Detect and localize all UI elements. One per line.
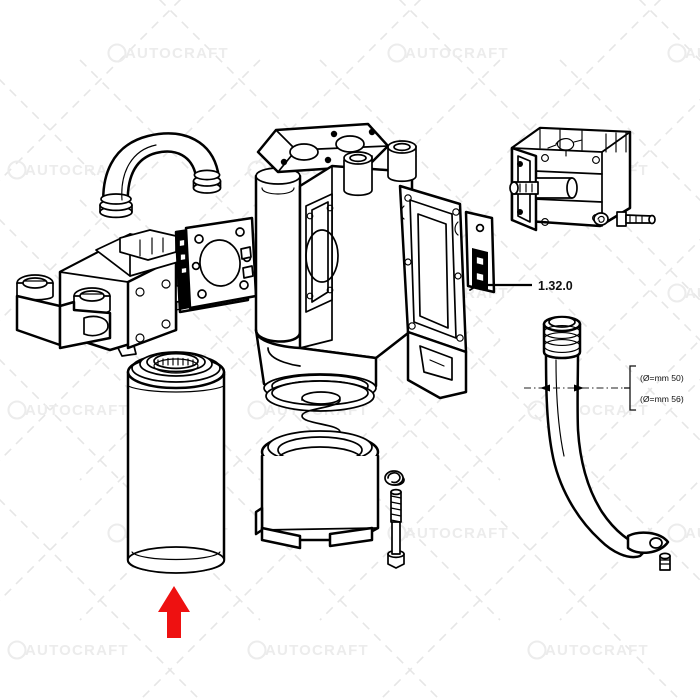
watermark-logo-icon [247,640,267,660]
watermark: AUTOCRAFT [387,523,509,543]
watermark-logo-icon [527,400,547,420]
hydraulic-pump-left [15,229,193,357]
red-up-arrow-icon [158,586,190,638]
watermark-logo-icon [7,640,27,660]
diameter-dimension-callout: (Ø=mm 50) (Ø=mm 56) [524,365,684,411]
watermark-logo-icon [7,400,27,420]
curved-hose-top-left [99,132,222,219]
watermark: AUTOCRAFT [247,640,369,660]
watermark-label: AUTOCRAFT [25,642,129,659]
watermark-label: AUTOCRAFT [25,162,129,179]
watermark-logo-icon [667,523,687,543]
long-bolt [387,488,405,569]
suction-pipe-right [542,315,671,571]
watermark-label: AUTOCRAFT [265,642,369,659]
filter-housing-center [254,122,496,403]
watermark-label: AUTOCRAFT [405,45,509,62]
filter-bowl [254,430,380,550]
oil-filter-cartridge [126,351,226,574]
watermark: AUTOCRAFT [387,43,509,63]
lock-washer [384,470,404,486]
watermark: AUTOCRAFT [7,640,129,660]
watermark: AUTOCRAFT [107,43,229,63]
watermark-logo-icon [667,283,687,303]
gasket-plate [174,216,258,314]
watermark: AUTOCRAFT [667,283,700,303]
watermark-logo-icon [247,400,267,420]
watermark: AUTOCRAFT [7,160,129,180]
watermark-label: AUTOCRAFT [685,285,700,302]
watermark-logo-icon [107,523,127,543]
hydraulic-pump-right [509,126,656,232]
watermark-label: AUTOCRAFT [685,45,700,62]
watermark-label: AUTOCRAFT [545,642,649,659]
watermark-label: AUTOCRAFT [405,525,509,542]
dimension-label-outer: (Ø=mm 50) [640,373,684,383]
part-reference-label: 1.32.0 [538,279,573,293]
watermark-logo-icon [387,43,407,63]
dimension-label-inner: (Ø=mm 56) [640,394,684,404]
watermark-label: AUTOCRAFT [125,45,229,62]
watermark: AUTOCRAFT [527,640,649,660]
watermark-logo-icon [7,160,27,180]
watermark-logo-icon [667,43,687,63]
watermark: AUTOCRAFT [667,43,700,63]
part-reference-callout: 1.32.0 [469,279,573,293]
watermark-label: AUTOCRAFT [685,525,700,542]
watermark-logo-icon [107,43,127,63]
watermark: AUTOCRAFT [667,523,700,543]
watermark-logo-icon [527,640,547,660]
watermark: AUTOCRAFT [7,400,129,420]
watermark-label: AUTOCRAFT [25,402,129,419]
